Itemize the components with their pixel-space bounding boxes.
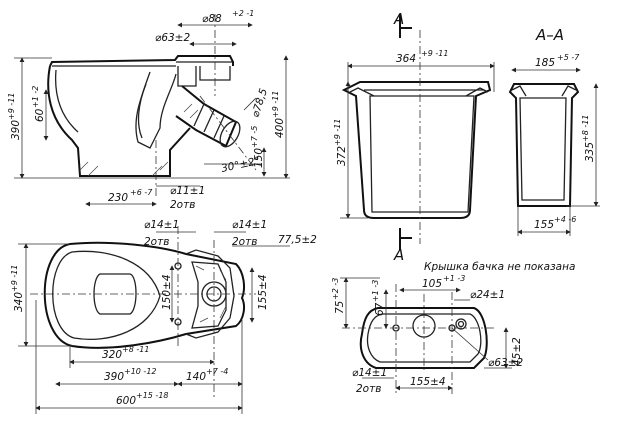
cistern-section-view	[508, 67, 600, 236]
dim-d14-tank-holes: 2отв	[356, 383, 381, 395]
dim-h400-tol: +9 ‑11	[271, 91, 280, 118]
dim-w77: 77,5±2	[278, 234, 317, 246]
dim-h67: 67	[374, 302, 386, 316]
dim-h372-tol: +9 ‑11	[333, 119, 342, 146]
dim-l230-tol: +6 ‑7	[130, 188, 153, 197]
dim-h67-tol: +1 ‑3	[371, 280, 380, 302]
toilet-plan-view	[18, 226, 290, 414]
dim-h335-tol: +8 ‑11	[581, 115, 590, 142]
dim-h155-plan: 155±4	[257, 274, 269, 310]
dim-h390: 390	[10, 120, 22, 140]
dim-h45: 45±2	[511, 337, 523, 366]
dim-d14-right: ⌀14±1	[232, 219, 267, 231]
dim-l600: 600	[116, 395, 136, 407]
dim-d63-tank: ⌀63±2	[488, 357, 523, 369]
dim-l320-tol: +8 ‑11	[122, 345, 149, 354]
dim-w105: 105	[422, 278, 442, 290]
dim-l230: 230	[108, 192, 128, 204]
section-marker-bottom: A	[393, 246, 404, 264]
dim-h400: 400	[274, 118, 286, 138]
toilet-side-view	[14, 14, 290, 207]
dim-h60-tol: +1 ‑2	[31, 86, 40, 108]
note-lid-not-shown: Крышка бачка не показана	[424, 261, 575, 273]
dim-d24: ⌀24±1	[470, 289, 505, 301]
cistern-front-view	[340, 14, 495, 250]
dim-d88: ⌀88	[202, 13, 222, 25]
dim-w364-tol: +9 ‑11	[421, 49, 448, 58]
cistern-top-view	[340, 277, 512, 394]
dim-d63: ⌀63±2	[155, 32, 190, 44]
dim-l140-tol: +7 ‑4	[206, 367, 228, 376]
dim-h340: 340	[13, 292, 25, 312]
dim-h150-tol: +7 ‑5	[250, 126, 259, 148]
dim-w155-tank: 155	[534, 219, 554, 231]
dim-w155-tank-tol: +4 ‑6	[554, 215, 576, 224]
dim-h390-tol: +9 ‑11	[7, 93, 16, 120]
dim-h60: 60	[34, 108, 46, 122]
dim-d88-tol: +2 ‑1	[232, 9, 254, 18]
dim-d14-right-holes: 2отв	[232, 236, 257, 248]
dim-h75-tol: +2 ‑3	[331, 278, 340, 300]
dim-d14-tank: ⌀14±1	[352, 367, 387, 379]
dim-l390: 390	[104, 371, 124, 383]
dim-d11-holes: 2отв	[170, 199, 195, 211]
dim-h75: 75	[334, 300, 346, 314]
dim-l320: 320	[102, 349, 122, 361]
dim-h340-tol: +9 ‑11	[10, 265, 19, 292]
dim-h150: 150	[253, 148, 265, 168]
dim-l140: 140	[186, 371, 206, 383]
dim-w155-tank-top: 155±4	[410, 376, 446, 388]
dim-w364: 364	[396, 53, 416, 65]
dim-w105-tol: +1 ‑3	[443, 274, 465, 283]
dim-w185-tol: +5 ‑7	[557, 53, 580, 62]
dim-w185: 185	[535, 57, 555, 69]
dim-h150-plan: 150±4	[161, 274, 173, 310]
dim-d14-left-holes: 2отв	[144, 236, 169, 248]
dim-l390-tol: +10 ‑12	[124, 367, 157, 376]
dim-d78: ⌀78,5	[249, 87, 270, 119]
dim-d11: ⌀11±1	[170, 185, 205, 197]
section-title: A–A	[535, 26, 564, 44]
dim-h335: 335	[584, 142, 596, 162]
dim-d14-left: ⌀14±1	[144, 219, 179, 231]
dim-l600-tol: +15 ‑18	[136, 391, 169, 400]
dim-h372: 372	[336, 146, 348, 166]
section-marker-top: A	[393, 10, 404, 28]
